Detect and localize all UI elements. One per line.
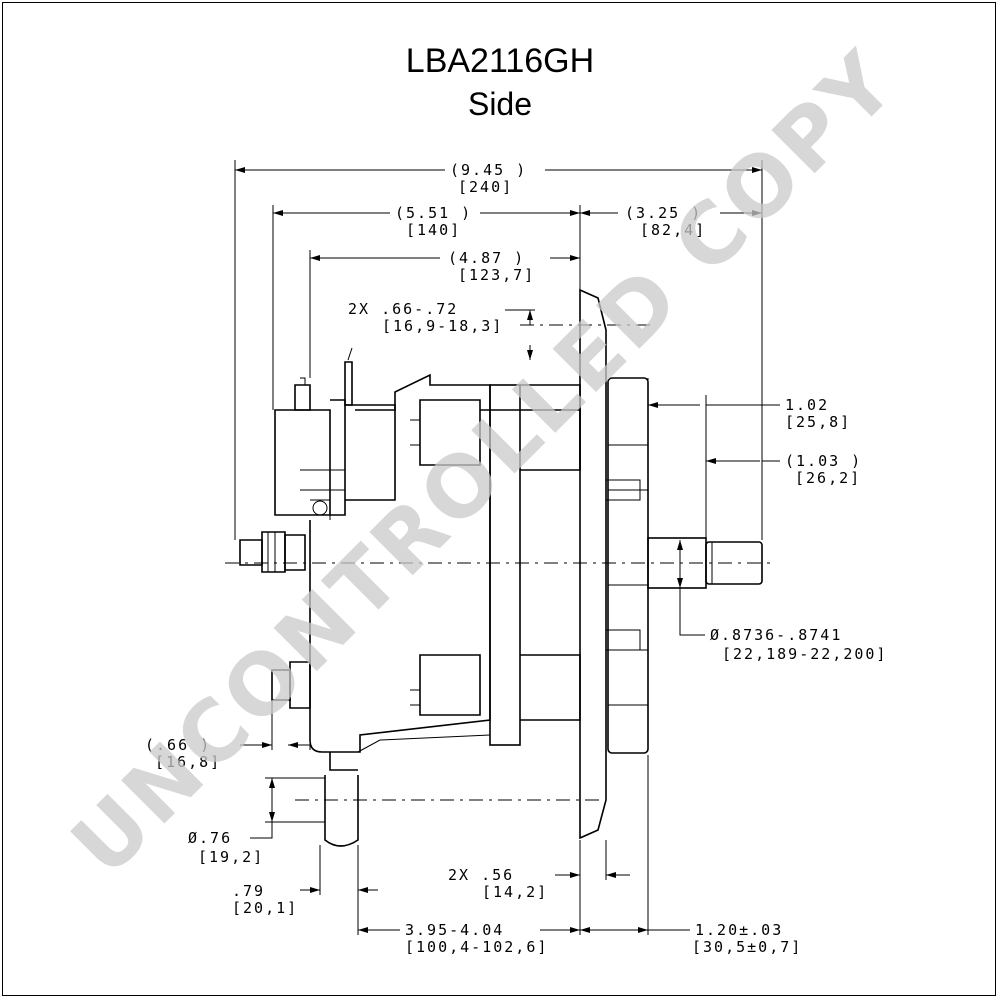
dimension-lines [235,167,780,933]
ear-width-mm: [14,2] [482,883,548,901]
extension-lines [234,160,763,935]
shaft-length-a-in: 1.02 [785,396,829,414]
shaft-diameter-mm: [22,189-22,200] [722,645,887,663]
alternator-body [239,288,763,847]
shaft-length-b-mm: [26,2] [795,469,861,487]
rear-length-mm: [82,4] [640,221,706,239]
mount-span-in: 3.95-4.04 [405,921,504,939]
mount-hole-diameter-mm: [19,2] [198,848,264,866]
cooling-fan [606,377,649,754]
dimension-labels: (9.45 ) [240] (5.51 ) [140] (3.25 ) [82,… [145,161,887,956]
pulley-offset-in: 1.20±.03 [695,921,783,939]
pulley-offset-mm: [30,5±0,7] [692,938,802,956]
mount-hole-diameter-in: Ø.76 [188,829,232,847]
part-number-title: LBA2116GH [405,42,595,80]
shaft-length-b-in: (1.03 ) [785,452,862,470]
front-length-mm: [140] [406,221,461,239]
front-length-in: (5.51 ) [395,204,472,222]
mount-width-mm: [20,1] [232,899,298,917]
view-subtitle: Side [467,86,533,122]
mount-to-end-mm: [123,7] [458,266,535,284]
shaft-diameter-in: Ø.8736-.8741 [710,626,842,644]
mount-width-in: .79 [232,882,265,900]
ear-width-in: 2X .56 [448,866,514,884]
mount-span-mm: [100,4-102,6] [405,938,548,956]
mount-to-end-in: (4.87 ) [448,249,525,267]
shaft-length-a-mm: [25,8] [785,413,851,431]
rear-length-in: (3.25 ) [625,204,702,222]
hole-spacing-in: 2X .66-.72 [348,300,458,318]
terminal-offset-mm: [16,8] [155,753,221,771]
overall-length-mm: [240] [458,178,513,196]
terminal-offset-in: (.66 ) [145,736,211,754]
overall-length-in: (9.45 ) [450,161,527,179]
hole-spacing-mm: [16,9-18,3] [382,317,503,335]
